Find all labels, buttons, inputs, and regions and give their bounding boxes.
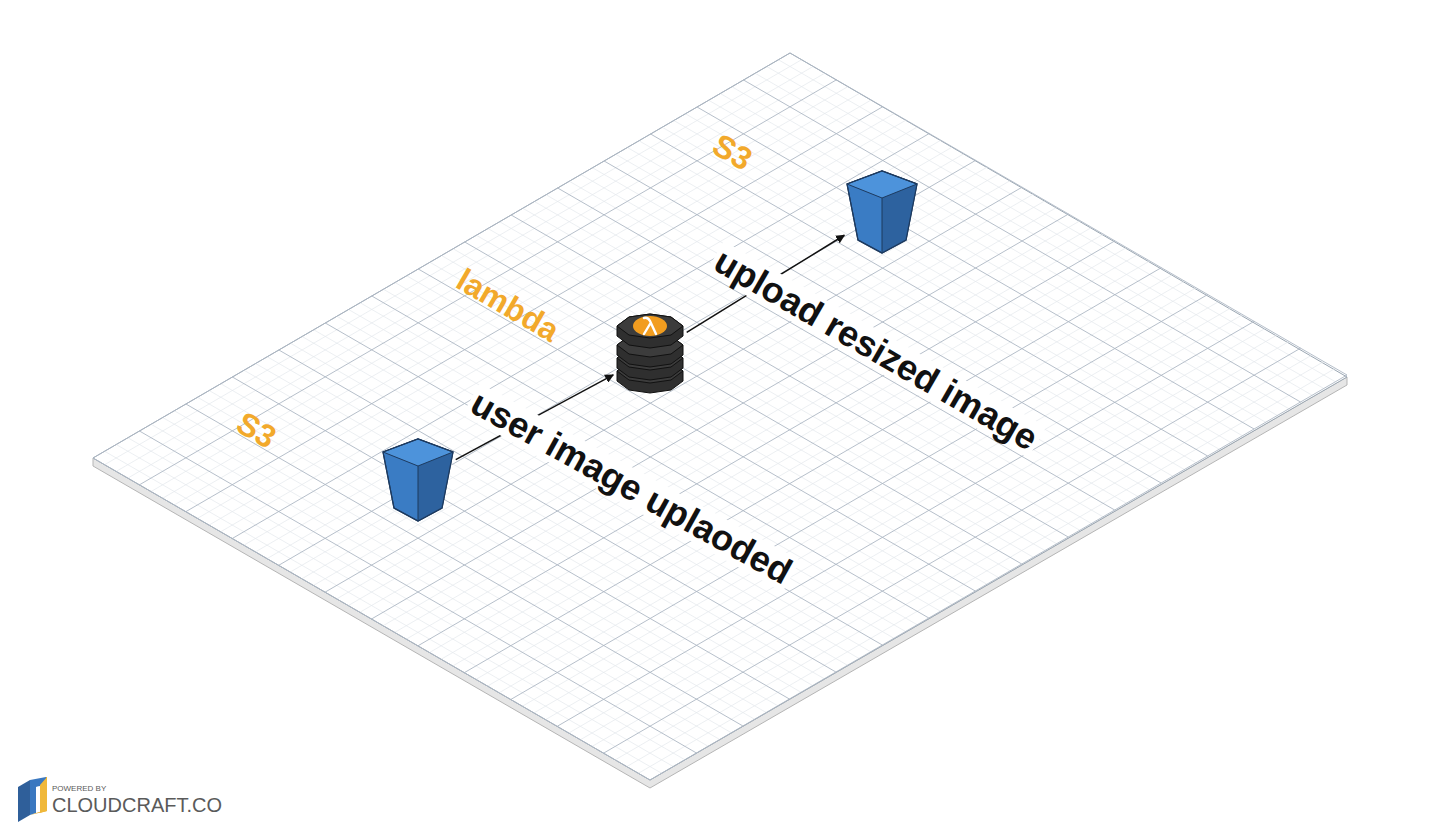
grid-line xyxy=(349,310,906,632)
grid-line xyxy=(593,168,1150,490)
bucket-icon xyxy=(846,170,918,254)
grid-line xyxy=(418,241,1115,646)
cloudcraft-logo xyxy=(18,777,47,822)
lambda-function: lambda xyxy=(615,313,685,397)
grid-line xyxy=(569,181,1126,503)
grid-line xyxy=(406,234,1103,639)
s3-bucket: S3 xyxy=(846,170,918,254)
bucket-icon xyxy=(382,438,454,522)
watermark-caption: POWERED BY xyxy=(52,785,106,793)
grid-line xyxy=(372,214,1069,619)
s3-bucket: S3 xyxy=(382,438,454,522)
grid-lines xyxy=(93,53,1347,780)
grid-line xyxy=(337,316,894,638)
grid-line xyxy=(325,323,882,645)
grid-line xyxy=(395,227,1092,632)
grid-line xyxy=(360,207,1057,612)
grid-line xyxy=(93,53,790,458)
grid-line xyxy=(348,201,1045,606)
watermark-brand: CLOUDCRAFT.CO xyxy=(52,795,222,815)
grid-line xyxy=(383,221,1080,626)
plane-top xyxy=(93,53,1347,780)
lambda-icon xyxy=(615,313,685,397)
grid-line xyxy=(105,60,802,465)
